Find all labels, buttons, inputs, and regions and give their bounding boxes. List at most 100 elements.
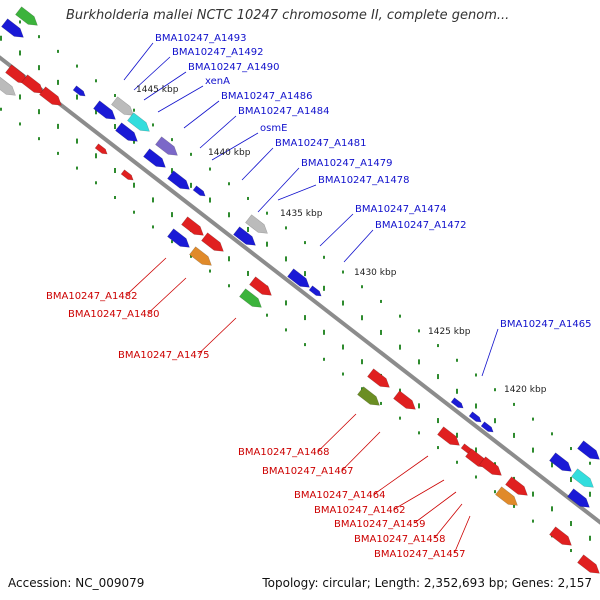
label-leader-lines: [123, 42, 499, 554]
leader-line: [199, 115, 237, 149]
gene-arrow: [367, 368, 390, 388]
gene-arrow: [437, 426, 460, 446]
tick-mark: [19, 122, 21, 126]
gene-arrow: [549, 526, 572, 546]
tick-mark: [342, 300, 344, 306]
tick-mark: [532, 417, 534, 421]
gene-arrow: [72, 85, 86, 97]
gene-arrow: [94, 143, 108, 155]
leader-line: [318, 413, 357, 452]
tick-mark: [76, 94, 78, 100]
tick-mark: [361, 315, 363, 321]
tick-mark: [380, 401, 382, 405]
gene-arrow: [15, 6, 38, 26]
leader-line: [277, 184, 317, 201]
gene-arrow: [155, 136, 178, 156]
leader-line: [414, 491, 457, 524]
tick-mark: [38, 109, 40, 115]
tick-mark: [513, 504, 515, 508]
gene-arrow: [571, 468, 594, 488]
tick-mark: [57, 49, 59, 53]
gene-label-forward: BMA10247_A1492: [172, 47, 263, 58]
map-title: Burkholderia mallei NCTC 10247 chromosom…: [66, 8, 510, 23]
gene-arrow: [357, 386, 380, 406]
tick-mark: [551, 462, 553, 468]
gene-arrow: [120, 169, 134, 181]
tick-mark: [190, 152, 192, 156]
gene-label-forward: BMA10247_A1486: [221, 91, 312, 102]
gene-label-reverse: BMA10247_A1459: [334, 519, 425, 530]
tick-mark: [38, 65, 40, 71]
gene-label-forward: xenA: [205, 76, 230, 87]
tick-mark: [0, 107, 2, 111]
tick-mark: [209, 269, 211, 273]
tick-mark: [190, 182, 192, 188]
gene-arrow: [93, 100, 116, 120]
tick-mark: [532, 447, 534, 453]
scale-label: 1420 kbp: [504, 385, 547, 395]
gene-features: [0, 6, 600, 574]
gene-arrow: [167, 170, 190, 190]
gene-arrow: [201, 232, 224, 252]
gene-arrow: [192, 185, 206, 197]
gene-label-reverse: BMA10247_A1467: [262, 466, 353, 477]
tick-mark: [114, 196, 116, 200]
gene-arrow: [233, 226, 256, 246]
tick-mark: [494, 388, 496, 392]
gene-arrow: [287, 268, 310, 288]
tick-mark: [95, 153, 97, 159]
tick-mark: [171, 138, 173, 142]
tick-mark: [513, 432, 515, 438]
gene-label-reverse: BMA10247_A1457: [374, 549, 465, 560]
gene-arrow: [479, 456, 502, 476]
tick-mark: [323, 285, 325, 291]
tick-mark: [380, 299, 382, 303]
gene-label-forward: BMA10247_A1490: [188, 62, 279, 73]
tick-mark: [304, 241, 306, 245]
leader-line: [123, 42, 154, 81]
tick-mark: [475, 403, 477, 409]
tick-mark: [247, 226, 249, 232]
leader-line: [143, 71, 187, 101]
tick-mark: [171, 212, 173, 218]
gene-label-reverse: BMA10247_A1482: [46, 291, 137, 302]
leader-line: [454, 515, 471, 554]
tick-mark: [228, 182, 230, 186]
gene-label-reverse: BMA10247_A1464: [294, 490, 385, 501]
tick-mark: [323, 255, 325, 259]
tick-mark: [285, 300, 287, 306]
tick-mark: [418, 329, 420, 333]
gene-arrow: [567, 488, 590, 508]
tick-mark: [342, 372, 344, 376]
tick-mark: [494, 490, 496, 494]
leader-line: [319, 213, 354, 247]
tick-mark: [266, 313, 268, 317]
tick-mark: [266, 241, 268, 247]
leader-line: [343, 229, 374, 263]
leader-line: [198, 317, 237, 355]
tick-mark: [76, 166, 78, 170]
tick-mark: [399, 416, 401, 420]
tick-mark: [209, 197, 211, 203]
leader-line: [126, 257, 167, 296]
leader-line: [374, 455, 429, 495]
gene-arrow: [239, 288, 262, 308]
accession-text: Accession: NC_009079: [8, 576, 145, 590]
tick-mark: [152, 225, 154, 229]
gene-arrow: [577, 554, 600, 574]
tick-mark: [114, 94, 116, 98]
tick-mark: [418, 359, 420, 365]
tick-mark: [475, 447, 477, 453]
tick-mark: [456, 460, 458, 464]
gene-arrow: [245, 214, 268, 234]
chromosome-backbone: [0, 55, 600, 525]
gene-label-forward: BMA10247_A1479: [301, 158, 392, 169]
tick-mark: [304, 315, 306, 321]
leader-line: [183, 100, 220, 129]
gene-arrow: [468, 411, 482, 423]
tick-mark: [304, 343, 306, 347]
gene-label-reverse: BMA10247_A1475: [118, 350, 209, 361]
gene-arrow: [167, 228, 190, 248]
tick-mark: [551, 506, 553, 512]
